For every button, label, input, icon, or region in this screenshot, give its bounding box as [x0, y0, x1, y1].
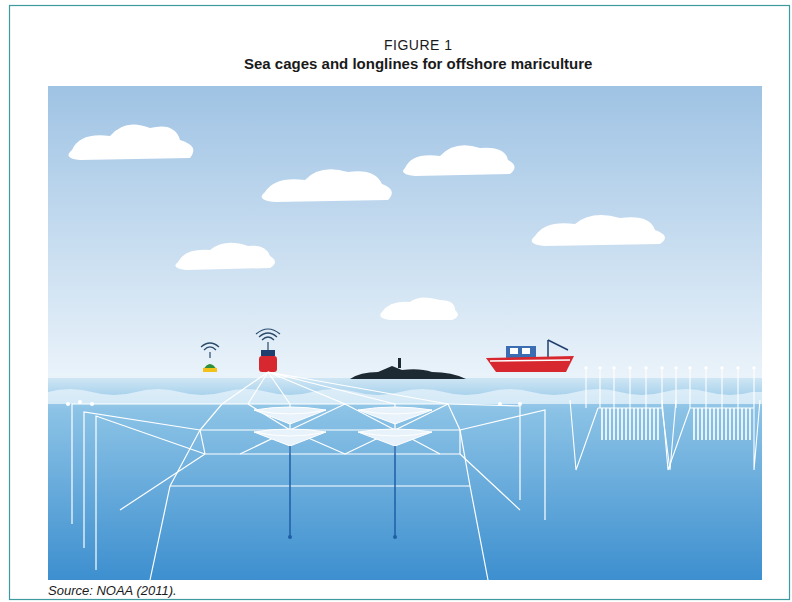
cage-array — [72, 372, 545, 580]
longlines — [570, 366, 760, 470]
figure-frame — [10, 6, 790, 600]
buoys — [201, 329, 280, 372]
sea — [48, 378, 762, 580]
marker-buoys — [66, 400, 522, 406]
figure-title: Sea cages and longlines for offshore mar… — [244, 55, 592, 72]
island — [350, 366, 466, 379]
source-caption: Source: NOAA (2011). — [48, 583, 177, 598]
boat — [486, 340, 574, 372]
clouds — [68, 124, 665, 320]
sky — [48, 86, 762, 378]
figure-number: FIGURE 1 — [384, 37, 453, 53]
sea-cages — [254, 407, 432, 539]
